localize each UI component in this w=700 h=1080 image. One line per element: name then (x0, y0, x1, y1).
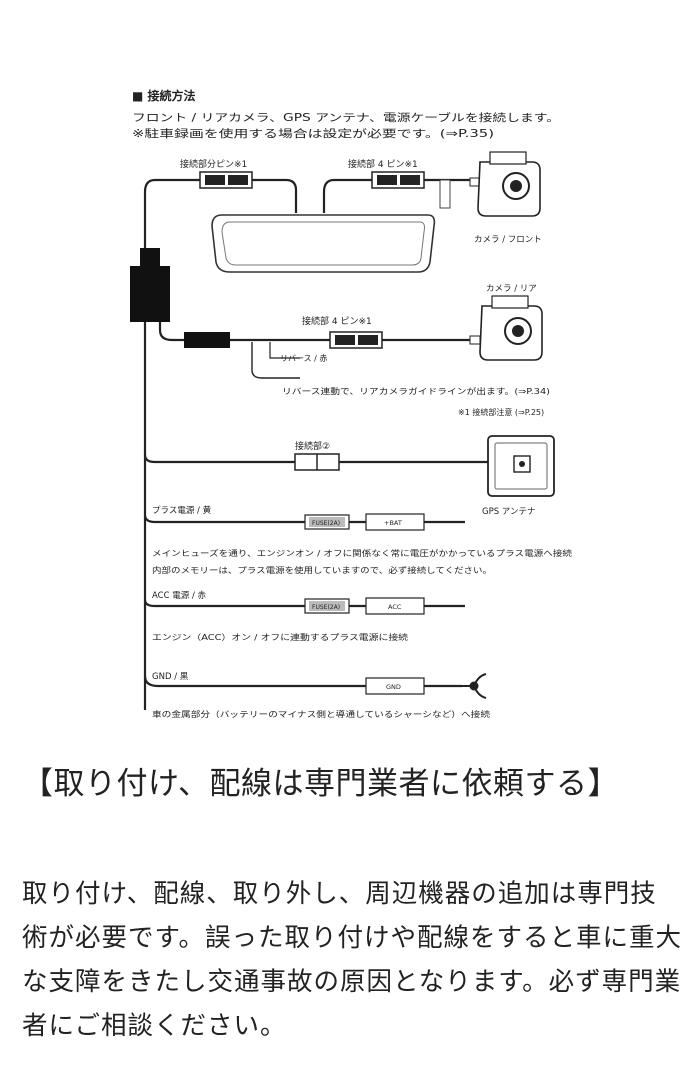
intro-text-2: ※駐車録画を使用する場合は設定が必要です。(⇒P.35) (132, 127, 494, 140)
connector-top-right-label: 接続部 4 ピン※1 (348, 158, 418, 170)
terminal-acc (365, 597, 425, 615)
connector-gps-label: 接続部② (295, 440, 330, 452)
gnd-note: 車の金属部分（バッテリーのマイナス側と導通しているシャーシなど）へ接続 (152, 709, 490, 719)
ground-terminal-icon (462, 673, 487, 699)
fuse-plus (304, 514, 350, 530)
acc-power-label: ACC 電源 / 赤 (152, 591, 207, 601)
plus-bat-label: +BAT (384, 519, 402, 527)
fuse-acc (304, 598, 350, 614)
fuse-plus-label: FUSE(2A) (312, 520, 340, 527)
rear-camera-label: カメラ / リア (486, 284, 537, 294)
connector-rear (329, 331, 383, 349)
gnd-label: GND (386, 683, 401, 691)
plus-power-label: プラス電源 / 黄 (152, 505, 212, 516)
connector-gps (294, 453, 340, 471)
gnd-wire-label: GND / 黒 (152, 672, 189, 682)
rear-camera-icon (469, 295, 543, 361)
reverse-note: リバース連動で、リアカメラガイドラインが出ます。(⇒P.34) (282, 386, 550, 396)
front-camera-icon (439, 151, 541, 217)
acc-note: エンジン（ACC）オン / オフに連動するプラス電源に接続 (152, 632, 408, 642)
fuse-acc-label: FUSE(2A) (312, 604, 340, 611)
wires (143, 178, 490, 710)
reverse-connector (184, 332, 230, 348)
connector-top-left-label: 接続部分ピン※1 (180, 158, 247, 170)
front-camera-label: カメラ / フロント (474, 235, 542, 245)
intro-text-1: フロント / リアカメラ、GPS アンテナ、電源ケーブルを接続します。 (132, 111, 560, 124)
wiring-diagram: ■ 接続方法 フロント / リアカメラ、GPS アンテナ、電源ケーブルを接続しま… (130, 88, 572, 719)
main-fuse-note-2: 内部のメモリーは、プラス電源を使用していますので、必ず接続してください。 (152, 565, 492, 575)
acc-label: ACC (388, 603, 402, 611)
warning-body: 取り付け、配線、取り外し、周辺機器の追加は専門技術が必要です。誤った取り付けや配… (22, 879, 682, 1041)
terminal-gnd (365, 677, 425, 695)
gps-antenna-icon (487, 435, 555, 497)
section-heading: ■ 接続方法 (132, 88, 196, 103)
gps-antenna-label: GPS アンテナ (482, 507, 535, 517)
main-fuse-note-1: メインヒューズを通り、エンジンオン / オフに関係なく常に電圧がかかっているプラ… (152, 548, 572, 558)
control-box (130, 266, 170, 322)
connector-top-left (199, 171, 253, 189)
connector-top-right (371, 171, 425, 189)
connector-rear-label: 接続部 4 ピン※1 (302, 315, 372, 327)
reverse-label: リバース / 赤 (280, 354, 327, 363)
warning-caption: 【取り付け、配線は専門業者に依頼する】 (22, 766, 619, 802)
footnote: ※1 接続部注意 (⇒P.25) (458, 407, 544, 417)
mirror-unit (211, 214, 436, 273)
terminal-plus-bat (365, 513, 425, 531)
